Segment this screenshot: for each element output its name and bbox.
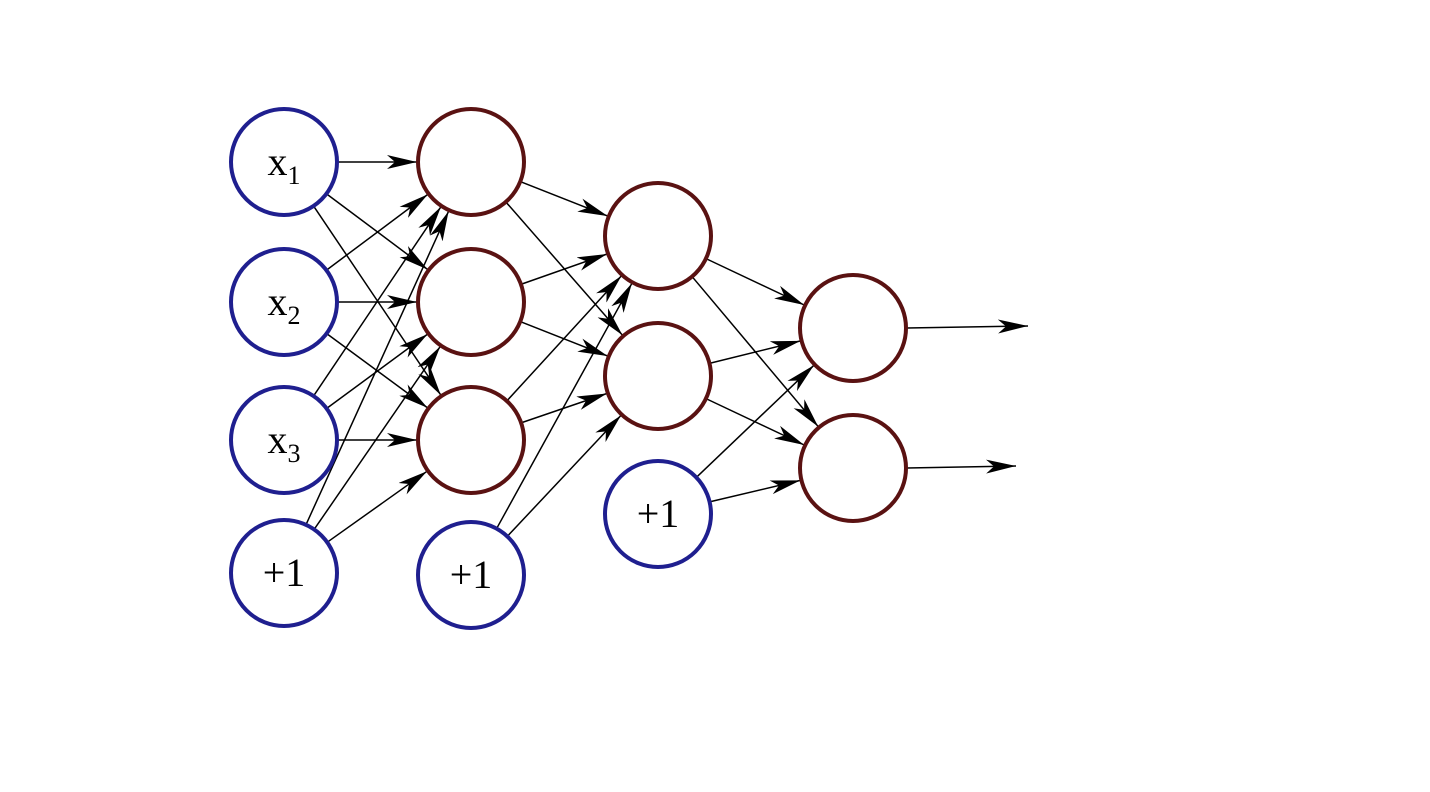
node-b2-circle (603, 459, 713, 569)
node-x3-circle (229, 385, 339, 495)
node-b2: +1 (603, 459, 713, 569)
edge-b2-to-o2-arrow (710, 479, 801, 503)
connections-group (305, 155, 1029, 543)
node-x2-label-main: x (268, 279, 288, 324)
edge-h1_3-to-h2_2-arrow (521, 392, 608, 424)
node-b0-label: +1 (263, 550, 306, 595)
node-h1_1-circle (416, 107, 526, 217)
node-b2-label: +1 (637, 491, 680, 536)
node-b1-label: +1 (450, 552, 493, 597)
node-b0-label-main: +1 (263, 550, 306, 595)
node-x3-label-subscript: 3 (288, 439, 301, 468)
node-b1-circle (416, 520, 526, 630)
node-x2-circle (229, 247, 339, 357)
edge-x3-to-h1_2-arrow (326, 333, 429, 409)
node-x1-label-main: x (268, 139, 288, 184)
node-h2_1-circle (603, 181, 713, 291)
edge-x3-to-h1_1-arrow (313, 206, 442, 396)
edge-b0-to-h1_2-arrow (314, 345, 441, 530)
node-h1_2-circle (416, 247, 526, 357)
node-o1 (798, 273, 908, 383)
node-b0: +1 (229, 518, 339, 628)
edge-h1_3-to-h2_1-arrow (506, 275, 623, 401)
node-x2-label-subscript: 2 (288, 301, 301, 330)
edge-x2-to-h1_1-arrow (326, 193, 429, 271)
edge-b0-to-h1_1-arrow (305, 210, 450, 525)
edge-h2_1-to-o1-arrow (706, 258, 805, 306)
node-h2_2-circle (603, 321, 713, 431)
node-b1: +1 (416, 520, 526, 630)
edge-b1-to-h2_1-arrow (496, 282, 633, 529)
node-x3-label-main: x (268, 417, 288, 462)
node-b1-label-main: +1 (450, 552, 493, 597)
edge-b0-to-h1_3-arrow (327, 470, 428, 543)
edge-h1_2-to-h2_1-arrow (521, 253, 608, 285)
output-o2-arrow (906, 459, 1017, 474)
node-h1_2 (416, 247, 526, 357)
node-x1-label: x1 (268, 139, 301, 190)
node-x2: x2 (229, 247, 339, 357)
node-h1_3 (416, 385, 526, 495)
node-h1_3-circle (416, 385, 526, 495)
node-x2-label: x2 (268, 279, 301, 330)
node-b2-label-main: +1 (637, 491, 680, 536)
edge-h1_1-to-h2_1-arrow (520, 181, 609, 217)
node-b0-circle (229, 518, 339, 628)
node-h1_1 (416, 107, 526, 217)
edge-b2-to-o1-arrow (696, 364, 815, 478)
edge-b1-to-h2_2-arrow (507, 414, 622, 537)
output-o1-arrow (906, 319, 1029, 334)
node-o2-circle (798, 413, 908, 523)
node-o1-circle (798, 273, 908, 383)
node-h2_1 (603, 181, 713, 291)
node-h2_2 (603, 321, 713, 431)
node-x3-label: x3 (268, 417, 301, 468)
node-o2 (798, 413, 908, 523)
node-x1-circle (229, 107, 339, 217)
node-x1: x1 (229, 107, 339, 217)
node-x1-label-subscript: 1 (288, 161, 301, 190)
edge-h2_2-to-o1-arrow (710, 340, 801, 364)
node-x3: x3 (229, 385, 339, 495)
